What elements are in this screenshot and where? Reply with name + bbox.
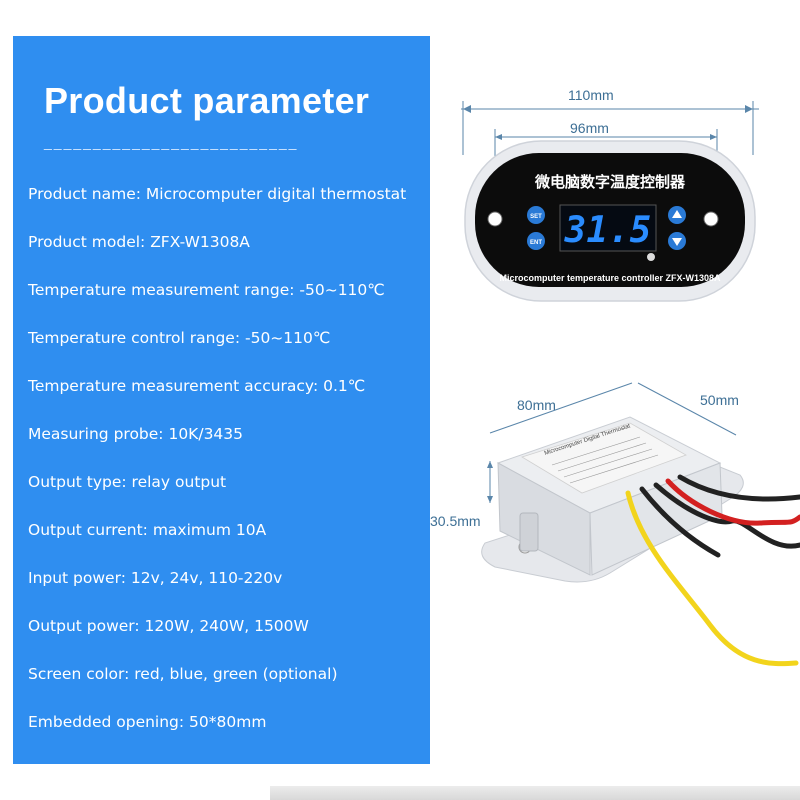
sticker-text-line [557,442,647,472]
screw-hole-left [487,211,503,227]
dim-width-label: 50mm [700,392,739,408]
ent-button[interactable] [527,232,545,250]
product-sticker [521,422,687,494]
thermostat-front-photo: 微电脑数字温度控制器 SET ENT 31.5 Microcomputer te… [461,101,759,302]
dim-height-arrow-top [487,461,493,468]
param-measurement-range: Temperature measurement range: -50~110℃ [28,281,385,299]
dim-width-line [637,382,737,436]
dim-inner-arrow-left [495,134,502,140]
dim-height-label: 30.5mm [430,513,481,529]
param-accuracy: Temperature measurement accuracy: 0.1℃ [28,377,366,395]
dim-arrow-right [745,105,753,113]
set-button[interactable] [527,206,545,224]
param-product-model: Product model: ZFX-W1308A [28,233,250,251]
dim-length-label: 80mm [517,397,556,413]
up-arrow-icon [672,210,682,218]
thermostat-side-photo: Microcomputer Digital Thermostat [481,382,800,667]
model-label: Microcomputer temperature controller ZFX… [499,273,721,283]
chinese-label: 微电脑数字温度控制器 [534,173,686,191]
param-output-type: Output type: relay output [28,473,227,491]
screw-hole-right [703,211,719,227]
parameter-list: Product name: Microcomputer digital ther… [28,178,406,754]
wire-yellow [625,490,799,667]
mounting-clip [519,512,539,552]
dim-outer-width-label: 110mm [568,87,614,103]
sticker-text-line [551,436,641,466]
sticker-text-line [563,448,653,478]
param-screen-color: Screen color: red, blue, green (optional… [28,665,338,683]
dim-length-line [489,382,633,434]
param-product-name: Product name: Microcomputer digital ther… [28,185,407,203]
param-control-range: Temperature control range: -50~110℃ [28,329,331,347]
page-title: Product parameter [44,80,370,121]
bottom-image-strip [270,786,800,800]
dim-inner-arrow-right [710,134,717,140]
param-output-power: Output power: 120W, 240W, 1500W [28,617,309,635]
ent-button-label: ENT [530,240,542,246]
title-divider: __________________________ [44,134,299,150]
param-probe: Measuring probe: 10K/3435 [28,425,244,443]
lcd-reading: 31.5 [564,210,652,251]
param-input-power: Input power: 12v, 24v, 110-220v [28,569,283,587]
set-button-label: SET [530,214,542,220]
dim-inner-width-label: 96mm [570,120,609,136]
param-output-current: Output current: maximum 10A [28,521,267,539]
parameter-panel [13,36,430,764]
lcd-display-frame [559,204,657,252]
wire-red [665,478,800,526]
status-led [647,253,655,261]
down-arrow-icon [672,238,682,246]
dim-arrow-left [463,105,471,113]
wire-black-3 [677,474,800,502]
sticker-text-line [569,454,659,484]
param-embedded-opening: Embedded opening: 50*80mm [28,713,267,731]
wire-black-1 [639,486,721,558]
box-front [497,462,591,576]
dim-height-arrow-bottom [487,496,493,503]
